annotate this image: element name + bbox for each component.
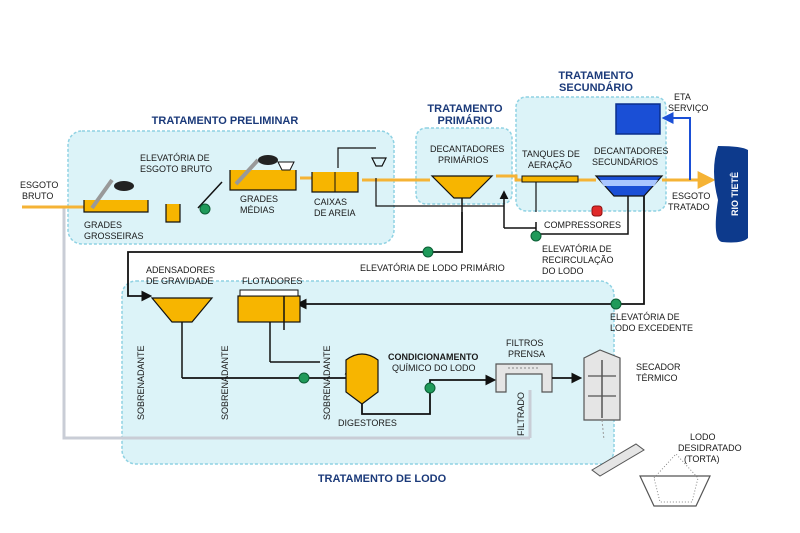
pump-recirculacao-icon xyxy=(530,230,542,242)
label-adensadores-1: ADENSADORES xyxy=(146,265,215,275)
pump-lodo-primario-icon xyxy=(422,246,434,258)
grit-conveyor xyxy=(337,147,387,168)
label-condicionamento-1: CONDICIONAMENTO xyxy=(388,352,478,362)
decantador-primario-tank xyxy=(430,175,494,199)
label-lodo-desidratado-3: (TORTA) xyxy=(684,454,720,464)
pump-condicionamento-icon xyxy=(424,382,436,394)
clarified-line xyxy=(375,178,504,207)
label-tanques-aeracao-2: AERAÇÃO xyxy=(528,160,572,170)
label-esgoto-tratado-1: ESGOTO xyxy=(672,191,710,201)
label-elevatoria-lodo-excedente-1: ELEVATÓRIA DE xyxy=(610,312,680,322)
label-decantadores-secundarios-2: SECUNDÁRIOS xyxy=(592,157,658,167)
pump-well xyxy=(165,204,181,223)
filtros-prensa-icon xyxy=(495,363,553,393)
section-title-primario-1: TRATAMENTO xyxy=(427,103,503,115)
pump-esgoto-bruto-icon xyxy=(199,203,211,215)
output-drop xyxy=(601,419,605,441)
section-title-lodo: TRATAMENTO DE LODO xyxy=(318,473,447,485)
label-esgoto-tratado-2: TRATADO xyxy=(668,202,710,212)
label-sobrenadante-1: SOBRENADANTE xyxy=(136,345,146,420)
return-line xyxy=(62,206,530,440)
label-tanques-aeracao-1: TANQUES DE xyxy=(522,149,580,159)
torta-bin-icon xyxy=(639,475,711,507)
label-sobrenadante-3: SOBRENADANTE xyxy=(322,345,332,420)
label-elevatoria-recirculacao-2: RECIRCULAÇÃO xyxy=(542,255,614,265)
section-title-secundario-1: TRATAMENTO xyxy=(558,70,634,82)
label-lodo-desidratado-1: LODO xyxy=(690,432,716,442)
grades-grosseiras-channel xyxy=(83,200,149,213)
grades-medias-bar xyxy=(234,158,260,186)
lodo-excedente-line xyxy=(295,196,645,310)
label-condicionamento-2: QUÍMICO DO LODO xyxy=(392,363,476,373)
label-filtros-prensa-1: FILTROS xyxy=(506,338,543,348)
grades-grosseiras-bar xyxy=(90,178,114,210)
section-title-preliminar: TRATAMENTO PRELIMINAR xyxy=(152,115,299,127)
label-compressores: COMPRESSORES xyxy=(544,220,621,230)
digestor-to-conditioning xyxy=(361,379,440,415)
grades-medias-bin xyxy=(277,161,295,171)
lodo-primario-line xyxy=(127,212,463,302)
debris-pile-2 xyxy=(258,155,278,165)
rio-tiete-shape xyxy=(714,146,748,243)
decantador-secundario-band xyxy=(600,180,658,186)
label-esgoto-bruto-1: ESGOTO xyxy=(20,180,58,190)
label-decantadores-primarios-1: DECANTADORES xyxy=(430,144,504,154)
label-elevatoria-recirculacao-1: ELEVATÓRIA DE xyxy=(542,244,612,254)
label-secador-termico-2: TÉRMICO xyxy=(636,373,678,383)
torta-pile xyxy=(653,453,699,503)
label-eta-2: SERVIÇO xyxy=(668,103,708,113)
label-grades-grosseiras-1: GRADES xyxy=(84,220,122,230)
label-grades-medias-2: MÉDIAS xyxy=(240,205,275,215)
zone-primario xyxy=(415,127,513,205)
pump-digestor-icon xyxy=(298,372,310,384)
label-decantadores-primarios-2: PRIMÁRIOS xyxy=(438,155,489,165)
label-secador-termico-1: SECADOR xyxy=(636,362,681,372)
label-digestores: DIGESTORES xyxy=(338,418,397,428)
label-decantadores-secundarios-1: DECANTADORES xyxy=(594,146,668,156)
label-elevatoria-recirculacao-3: DO LODO xyxy=(542,266,584,276)
label-adensadores-2: DE GRAVIDADE xyxy=(146,276,213,286)
label-eta-1: ETA xyxy=(674,92,691,102)
flotadores-top xyxy=(239,289,299,297)
label-filtrado: FILTRADO xyxy=(516,392,526,436)
rio-tiete-label: RIO TIETÊ xyxy=(729,172,740,216)
label-sobrenadante-2: SOBRENADANTE xyxy=(220,345,230,420)
label-elevatoria-esgoto-bruto-2: ESGOTO BRUTO xyxy=(140,164,212,174)
label-filtros-prensa-2: PRENSA xyxy=(508,349,545,359)
flotadores-tank xyxy=(237,295,301,323)
eta-supply-line xyxy=(661,112,691,180)
label-elevatoria-lodo-primario: ELEVATÓRIA DE LODO PRIMÁRIO xyxy=(360,263,505,273)
label-lodo-desidratado-2: DESIDRATADO xyxy=(678,443,742,453)
label-esgoto-bruto-2: BRUTO xyxy=(22,191,53,201)
digestor-tank xyxy=(345,353,379,405)
tanques-aeracao xyxy=(521,175,579,183)
section-title-primario-2: PRIMÁRIO xyxy=(438,114,493,127)
label-caixas-de-areia-1: CAIXAS xyxy=(314,197,347,207)
label-elevatoria-esgoto-bruto-1: ELEVATÓRIA DE xyxy=(140,153,210,163)
label-elevatoria-lodo-excedente-2: LODO EXCEDENTE xyxy=(610,323,693,333)
label-caixas-de-areia-2: DE AREIA xyxy=(314,208,356,218)
label-grades-medias-1: GRADES xyxy=(240,194,278,204)
label-grades-grosseiras-2: GROSSEIRAS xyxy=(84,231,144,241)
section-title-secundario-2: SECUNDÁRIO xyxy=(559,81,633,94)
elevatoria-riser xyxy=(197,181,223,209)
label-flotadores: FLOTADORES xyxy=(242,276,302,286)
eta-servico-box xyxy=(615,103,661,135)
pump-lodo-excedente-icon xyxy=(610,298,622,310)
compressor-icon xyxy=(591,205,603,217)
output-chute xyxy=(591,443,645,477)
debris-pile-1 xyxy=(114,181,134,191)
adensadores-tank xyxy=(150,297,214,323)
